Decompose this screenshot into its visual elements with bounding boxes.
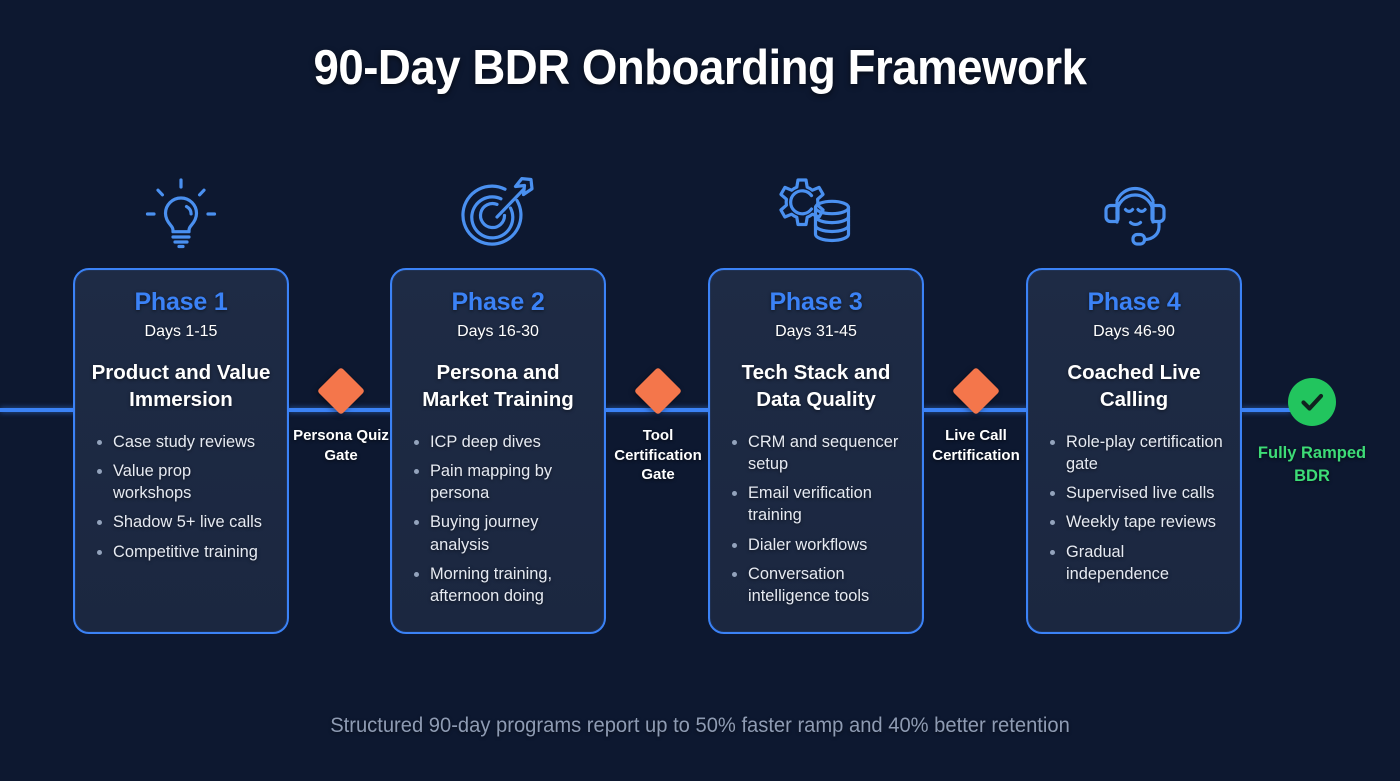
- phase-days: Days 46-90: [1093, 323, 1175, 340]
- phase-card-1[interactable]: Phase 1 Days 1-15 Product and Value Imme…: [73, 268, 289, 634]
- check-circle-icon: [1288, 378, 1336, 426]
- list-item: Dialer workflows: [728, 534, 908, 556]
- phase-bullet-list: CRM and sequencer setup Email verificati…: [724, 431, 908, 608]
- phase-bullet-list: ICP deep dives Pain mapping by persona B…: [406, 431, 590, 608]
- end-node-label: Fully Ramped BDR: [1257, 444, 1367, 485]
- gate-persona-quiz[interactable]: Persona Quiz Gate: [285, 366, 397, 465]
- list-item: Weekly tape reviews: [1046, 511, 1226, 533]
- list-item: Value prop workshops: [93, 460, 273, 505]
- phase-days: Days 1-15: [144, 323, 218, 340]
- list-item: Shadow 5+ live calls: [93, 511, 273, 533]
- diamond-icon: [633, 366, 683, 416]
- list-item: Case study reviews: [93, 431, 273, 453]
- list-item: Buying journey analysis: [410, 511, 590, 556]
- list-item: ICP deep dives: [410, 431, 590, 453]
- end-node-fully-ramped[interactable]: Fully Ramped BDR: [1252, 378, 1372, 488]
- list-item: CRM and sequencer setup: [728, 431, 908, 476]
- phase-heading: Coached Live Calling: [1067, 361, 1201, 412]
- list-item: Competitive training: [93, 541, 273, 563]
- page-title: 90-Day BDR Onboarding Framework: [313, 41, 1087, 95]
- list-item: Pain mapping by persona: [410, 460, 590, 505]
- target-arrow-icon: [453, 172, 543, 254]
- list-item: Gradual independence: [1046, 541, 1226, 586]
- phase-card-4[interactable]: Phase 4 Days 46-90 Coached Live Calling …: [1026, 268, 1242, 634]
- phase-bullet-list: Role-play certification gate Supervised …: [1042, 431, 1226, 586]
- gate-label: Live Call Certification: [932, 427, 1020, 464]
- phase-name: Phase 2: [451, 288, 545, 316]
- phase-heading: Tech Stack and Data Quality: [741, 361, 891, 412]
- phase-days: Days 16-30: [457, 323, 539, 340]
- gate-label: Persona Quiz Gate: [293, 427, 389, 464]
- gear-database-icon: [770, 172, 860, 254]
- phase-card-3[interactable]: Phase 3 Days 31-45 Tech Stack and Data Q…: [708, 268, 924, 634]
- list-item: Email verification training: [728, 482, 908, 527]
- phase-days: Days 31-45: [775, 323, 857, 340]
- phase-name: Phase 4: [1087, 288, 1181, 316]
- list-item: Role-play certification gate: [1046, 431, 1226, 476]
- gate-label: Tool Certification Gate: [614, 427, 702, 483]
- list-item: Morning training, afternoon doing: [410, 563, 590, 608]
- list-item: Supervised live calls: [1046, 482, 1226, 504]
- list-item: Conversation intelligence tools: [728, 563, 908, 608]
- lightbulb-icon: [136, 172, 226, 254]
- gate-tool-certification[interactable]: Tool Certification Gate: [602, 366, 714, 485]
- phase-bullet-list: Case study reviews Value prop workshops …: [89, 431, 273, 564]
- diamond-icon: [951, 366, 1001, 416]
- phase-heading: Persona and Market Training: [422, 361, 574, 412]
- connector-rail-right: [1241, 408, 1291, 412]
- footer-note: Structured 90-day programs report up to …: [330, 714, 1070, 737]
- phase-card-2[interactable]: Phase 2 Days 16-30 Persona and Market Tr…: [390, 268, 606, 634]
- gate-live-call-certification[interactable]: Live Call Certification: [920, 366, 1032, 465]
- diamond-icon: [316, 366, 366, 416]
- phase-heading: Product and Value Immersion: [91, 361, 271, 412]
- phase-name: Phase 3: [769, 288, 863, 316]
- connector-rail-left: [0, 408, 80, 412]
- headset-agent-icon: [1090, 172, 1180, 254]
- phase-name: Phase 1: [134, 288, 228, 316]
